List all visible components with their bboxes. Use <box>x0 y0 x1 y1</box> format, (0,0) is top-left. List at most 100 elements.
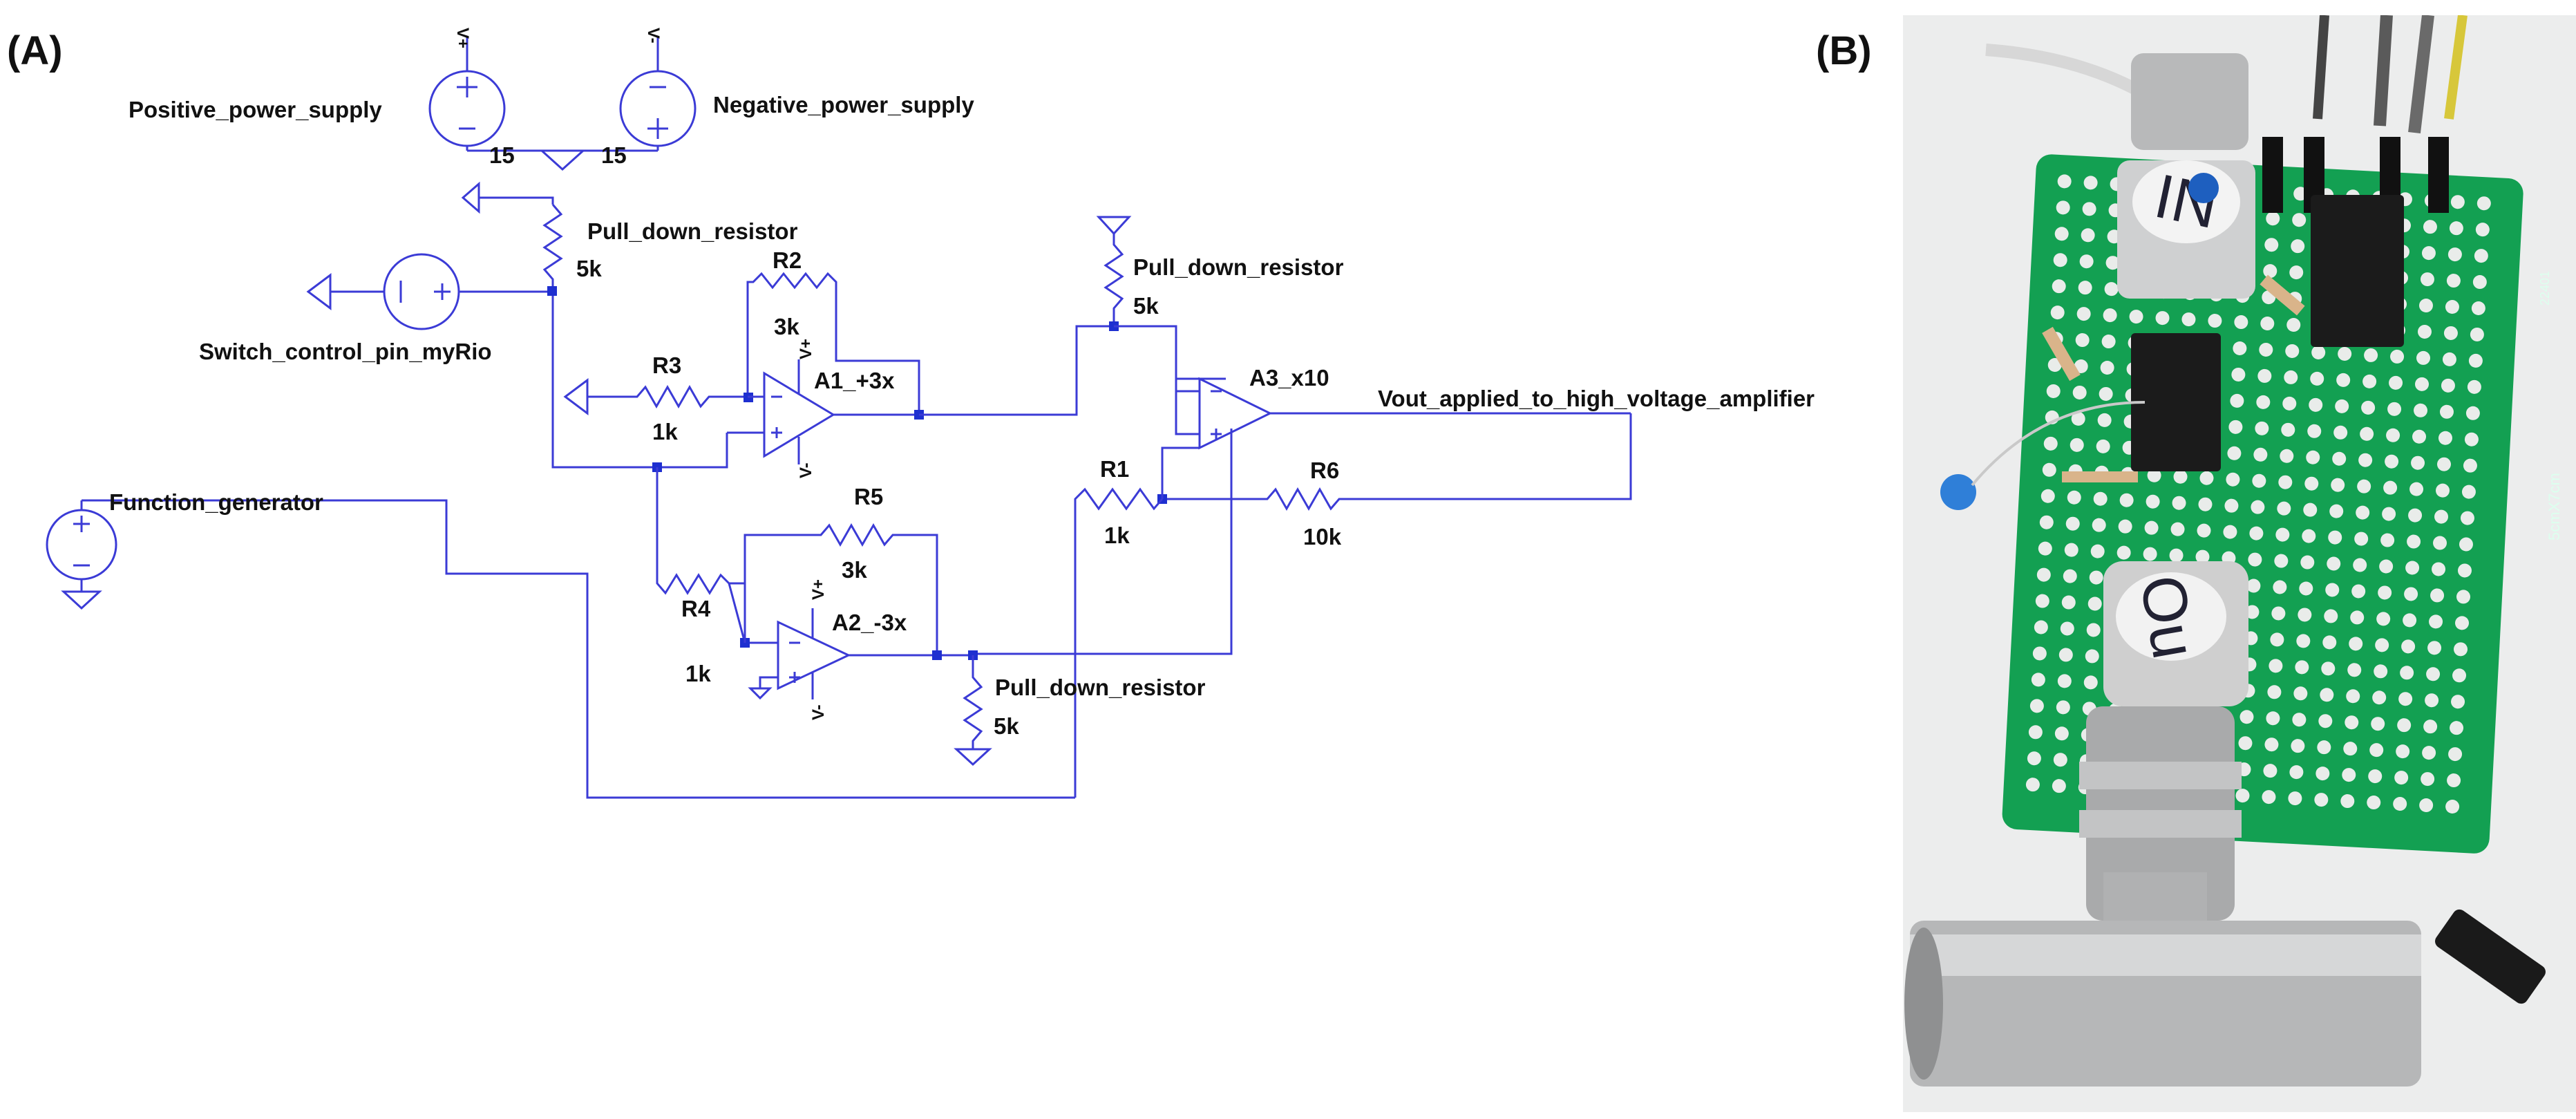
perfboard-pad <box>2401 639 2416 654</box>
perfboard-pad <box>2400 666 2414 680</box>
perfboard-pad <box>2083 675 2098 690</box>
perfboard-pad <box>2239 710 2254 724</box>
bnc-connector-out: Ou <box>2079 561 2248 921</box>
perfboard-pad <box>2275 527 2290 542</box>
perfboard-pad <box>2417 324 2432 339</box>
perfboard-pad <box>2423 720 2438 734</box>
vout-label: Vout_applied_to_high_voltage_amplifier <box>1378 386 1815 411</box>
perfboard-pad <box>2074 359 2088 374</box>
resistor-r5 <box>744 523 938 657</box>
perfboard-pad <box>2072 385 2087 399</box>
opamp-a1 <box>726 359 919 464</box>
pulldown-resistor-bottom <box>963 655 983 749</box>
perfboard-pad <box>2372 690 2387 705</box>
perfboard-pad <box>2383 480 2398 495</box>
perfboard-pad <box>2347 663 2362 677</box>
opamp-a1-label: A1_+3x <box>814 368 895 393</box>
perfboard-pad <box>2427 641 2442 655</box>
r2-label: R2 <box>773 247 802 273</box>
perfboard-pad <box>2306 450 2320 464</box>
perfboard-pad <box>2445 800 2460 814</box>
perfboard-pad <box>2253 447 2268 462</box>
perfboard-pad <box>2464 432 2479 446</box>
vminus-label-supply: V- <box>644 28 663 44</box>
perfboard-pad <box>2054 726 2069 741</box>
perfboard-pad <box>2116 545 2131 560</box>
perfboard-pad <box>2329 504 2344 518</box>
capacitor-blue <box>1940 474 1976 510</box>
perfboard-pad <box>2432 562 2446 576</box>
perfboard-pad <box>2282 396 2297 411</box>
function-generator-label: Function_generator <box>109 489 323 515</box>
perfboard-pad <box>2032 646 2047 661</box>
perfboard-pad <box>2368 769 2383 784</box>
perfboard-pad <box>2331 478 2345 492</box>
perfboard-pad <box>2101 335 2116 349</box>
perfboard-pad <box>2086 623 2101 637</box>
perfboard-pad <box>2228 420 2243 434</box>
opamp-a3-label: A3_x10 <box>1249 365 1329 391</box>
perfboard-pad <box>2076 307 2091 321</box>
perfboard-pad <box>2307 424 2322 438</box>
perfboard-pad <box>2289 765 2304 780</box>
perfboard-pad <box>2251 500 2265 514</box>
perfboard-pad <box>2382 507 2396 521</box>
pulldown-label-bottom: Pull_down_resistor <box>995 675 1206 700</box>
perfboard-pad <box>2090 544 2105 558</box>
perfboard-pad <box>2025 778 2040 792</box>
perfboard-pad <box>2267 685 2282 699</box>
r3-label: R3 <box>652 352 681 378</box>
perfboard-pad <box>2411 455 2425 470</box>
a2-vplus: V+ <box>809 579 828 600</box>
a2-vminus: V- <box>809 704 828 720</box>
perfboard-pad <box>2057 174 2072 189</box>
perfboard-pad <box>2393 797 2407 811</box>
perfboard-pad <box>2039 515 2054 529</box>
r4-value: 1k <box>685 661 711 686</box>
perfboard-pad <box>2407 534 2421 549</box>
perfboard-pad <box>2364 348 2378 362</box>
perfboard-pad <box>2281 422 2295 437</box>
negative-power-supply <box>619 36 697 151</box>
label-out: Ou <box>2126 570 2208 664</box>
perfboard-pad <box>2043 436 2058 451</box>
perfboard-pad <box>2053 253 2067 267</box>
perfboard-pad <box>2100 360 2114 375</box>
perfboard-pad <box>2310 371 2324 386</box>
perfboard-pad <box>2397 718 2412 733</box>
ground-symbol-pulldown-right <box>1096 216 1132 236</box>
perfboard-pad <box>2238 736 2253 751</box>
perfboard-pad <box>2461 485 2476 499</box>
perfboard-pad <box>2336 373 2351 387</box>
resistor-r6 <box>1162 487 1358 511</box>
perfboard-pad <box>2103 308 2117 323</box>
perfboard-pad <box>2409 482 2424 496</box>
perfboard-pad <box>2269 659 2283 673</box>
bnc-connector-in: IN <box>2117 53 2255 299</box>
perfboard-pad <box>2147 468 2161 482</box>
resistor-r4 <box>656 467 746 643</box>
perfboard-pad <box>2317 740 2331 755</box>
perfboard-pad <box>2067 490 2081 505</box>
perfboard-pad <box>2197 523 2211 538</box>
perfboard-pad <box>2430 588 2445 603</box>
perfboard-pad <box>2054 227 2069 241</box>
pulldown-label-right: Pull_down_resistor <box>1133 254 1344 280</box>
ground-symbol-r3 <box>563 378 589 415</box>
perfboard-pad <box>2385 454 2399 469</box>
perfboard-pad <box>2291 739 2305 753</box>
perfboard-pad <box>2405 561 2420 575</box>
perfboard-pad <box>2353 558 2367 572</box>
perfboard-pad <box>2083 176 2098 190</box>
perfboard-pad <box>2387 402 2402 416</box>
perfboard-pad <box>2050 305 2065 320</box>
perfboard-pad <box>2257 368 2272 383</box>
board-size-text: 5cmX7cm <box>2546 473 2563 540</box>
switch-control-label: Switch_control_pin_myRio <box>199 339 492 364</box>
circuit-board-photo: IN Ou 5cmX7cm 22401 <box>1903 15 2576 1112</box>
perfboard-pad <box>2311 345 2326 359</box>
perfboard-pad <box>2309 397 2323 412</box>
circuit-schematic: V+ V- Positive_power_supply Negative_pow… <box>46 28 1815 799</box>
perfboard-pad <box>2325 583 2340 597</box>
perfboard-pad <box>2172 496 2186 510</box>
